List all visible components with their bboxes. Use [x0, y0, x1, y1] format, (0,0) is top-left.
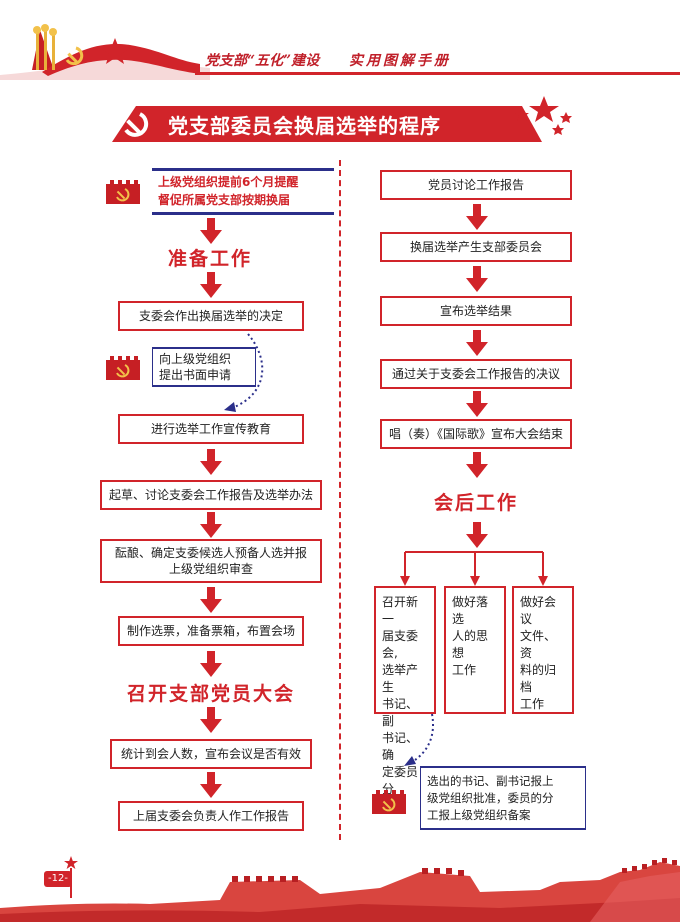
page-number-badge — [44, 871, 72, 887]
section-meeting: 召开支部党员大会 — [126, 683, 295, 705]
application-text: 向上级党组织 提出书面申请 — [159, 352, 232, 382]
dotted-arrow — [224, 333, 264, 412]
dotted-arrow — [404, 713, 434, 766]
step-work-report: 上届支委会负责人作工作报告 — [118, 801, 304, 831]
header-title: 党支部“五化”建设 — [205, 53, 320, 69]
shield-icon — [106, 356, 140, 380]
final-text: 选出的书记、副书记报上 级党组织批准，委员的分 工报上级党组织备案 — [427, 774, 554, 822]
arrow-down-icon — [200, 772, 222, 798]
step-announce-results: 宣布选举结果 — [380, 296, 572, 326]
arrow-down-icon — [200, 449, 222, 475]
intro-note: 上级党组织提前6个月提醒 督促所属党支部按期换届 — [152, 168, 334, 215]
section-prepare: 准备工作 — [167, 248, 252, 270]
page-number: -12- — [48, 873, 68, 884]
center-divider — [339, 160, 341, 840]
application-note: 向上级党组织 提出书面申请 — [152, 347, 256, 387]
star-icon — [515, 96, 572, 135]
shield-icon — [106, 180, 140, 204]
banner-title: 党支部委员会换届选举的程序 — [168, 114, 441, 138]
arrow-down-icon — [200, 707, 222, 733]
arrow-down-icon — [466, 391, 488, 417]
great-wall-icon — [0, 858, 680, 922]
hammer-sickle-icon — [124, 112, 149, 137]
arrow-down-icon — [200, 651, 222, 677]
card-new-committee: 召开新一 届支委会, 选举产生 书记、副 书记、确 定委员分 工 — [374, 586, 436, 813]
hammer-sickle-icon — [65, 46, 84, 66]
header-highlight: 实用图解手册 — [349, 53, 451, 69]
shield-icon — [372, 790, 406, 814]
arrow-down-icon — [200, 512, 222, 538]
section-after-meeting: 会后工作 — [433, 492, 518, 514]
step-resolution: 通过关于支委会工作报告的决议 — [380, 359, 572, 389]
final-note: 选出的书记、副书记报上 级党组织批准，委员的分 工报上级党组织备案 — [420, 766, 586, 830]
step-anthem: 唱（奏）《国际歌》宣布大会结束 — [380, 419, 572, 449]
arrow-down-icon — [466, 266, 488, 292]
step-publicity: 进行选举工作宣传教育 — [118, 414, 304, 444]
step-decision: 支委会作出换届选举的决定 — [118, 301, 304, 331]
title-banner: 党支部委员会换届选举的程序 — [112, 104, 542, 144]
step-ballots: 制作选票，准备票箱，布置会场 — [118, 616, 304, 646]
step-candidates: 酝酿、确定支委候选人预备人选并报 上级党组织审查 — [100, 539, 322, 583]
step-draft-report: 起草、讨论支委会工作报告及选举办法 — [100, 480, 322, 510]
arrow-down-icon — [466, 204, 488, 230]
card-ideological-work: 做好落选 人的思想 工作 — [444, 586, 506, 714]
arrow-down-icon — [466, 452, 488, 478]
arrow-down-icon — [200, 587, 222, 613]
step-elect-committee: 换届选举产生支部委员会 — [380, 232, 572, 262]
step-discuss-report: 党员讨论工作报告 — [380, 170, 572, 200]
step-attendance: 统计到会人数，宣布会议是否有效 — [110, 739, 312, 769]
card-archiving: 做好会议 文件、资 料的归档 工作 — [512, 586, 574, 714]
flag-torch-icon — [0, 24, 210, 80]
banner-shape — [112, 106, 542, 142]
arrow-down-icon — [200, 272, 222, 298]
header: 党支部“五化”建设 实用图解手册 — [0, 0, 680, 80]
arrow-down-icon — [466, 522, 488, 548]
header-underline — [195, 72, 680, 75]
star-icon — [64, 856, 78, 869]
arrow-down-icon — [200, 218, 222, 244]
arrow-down-icon — [466, 330, 488, 356]
branch-connector — [400, 551, 548, 586]
intro-text: 上级党组织提前6个月提醒 督促所属党支部按期换届 — [158, 175, 299, 207]
